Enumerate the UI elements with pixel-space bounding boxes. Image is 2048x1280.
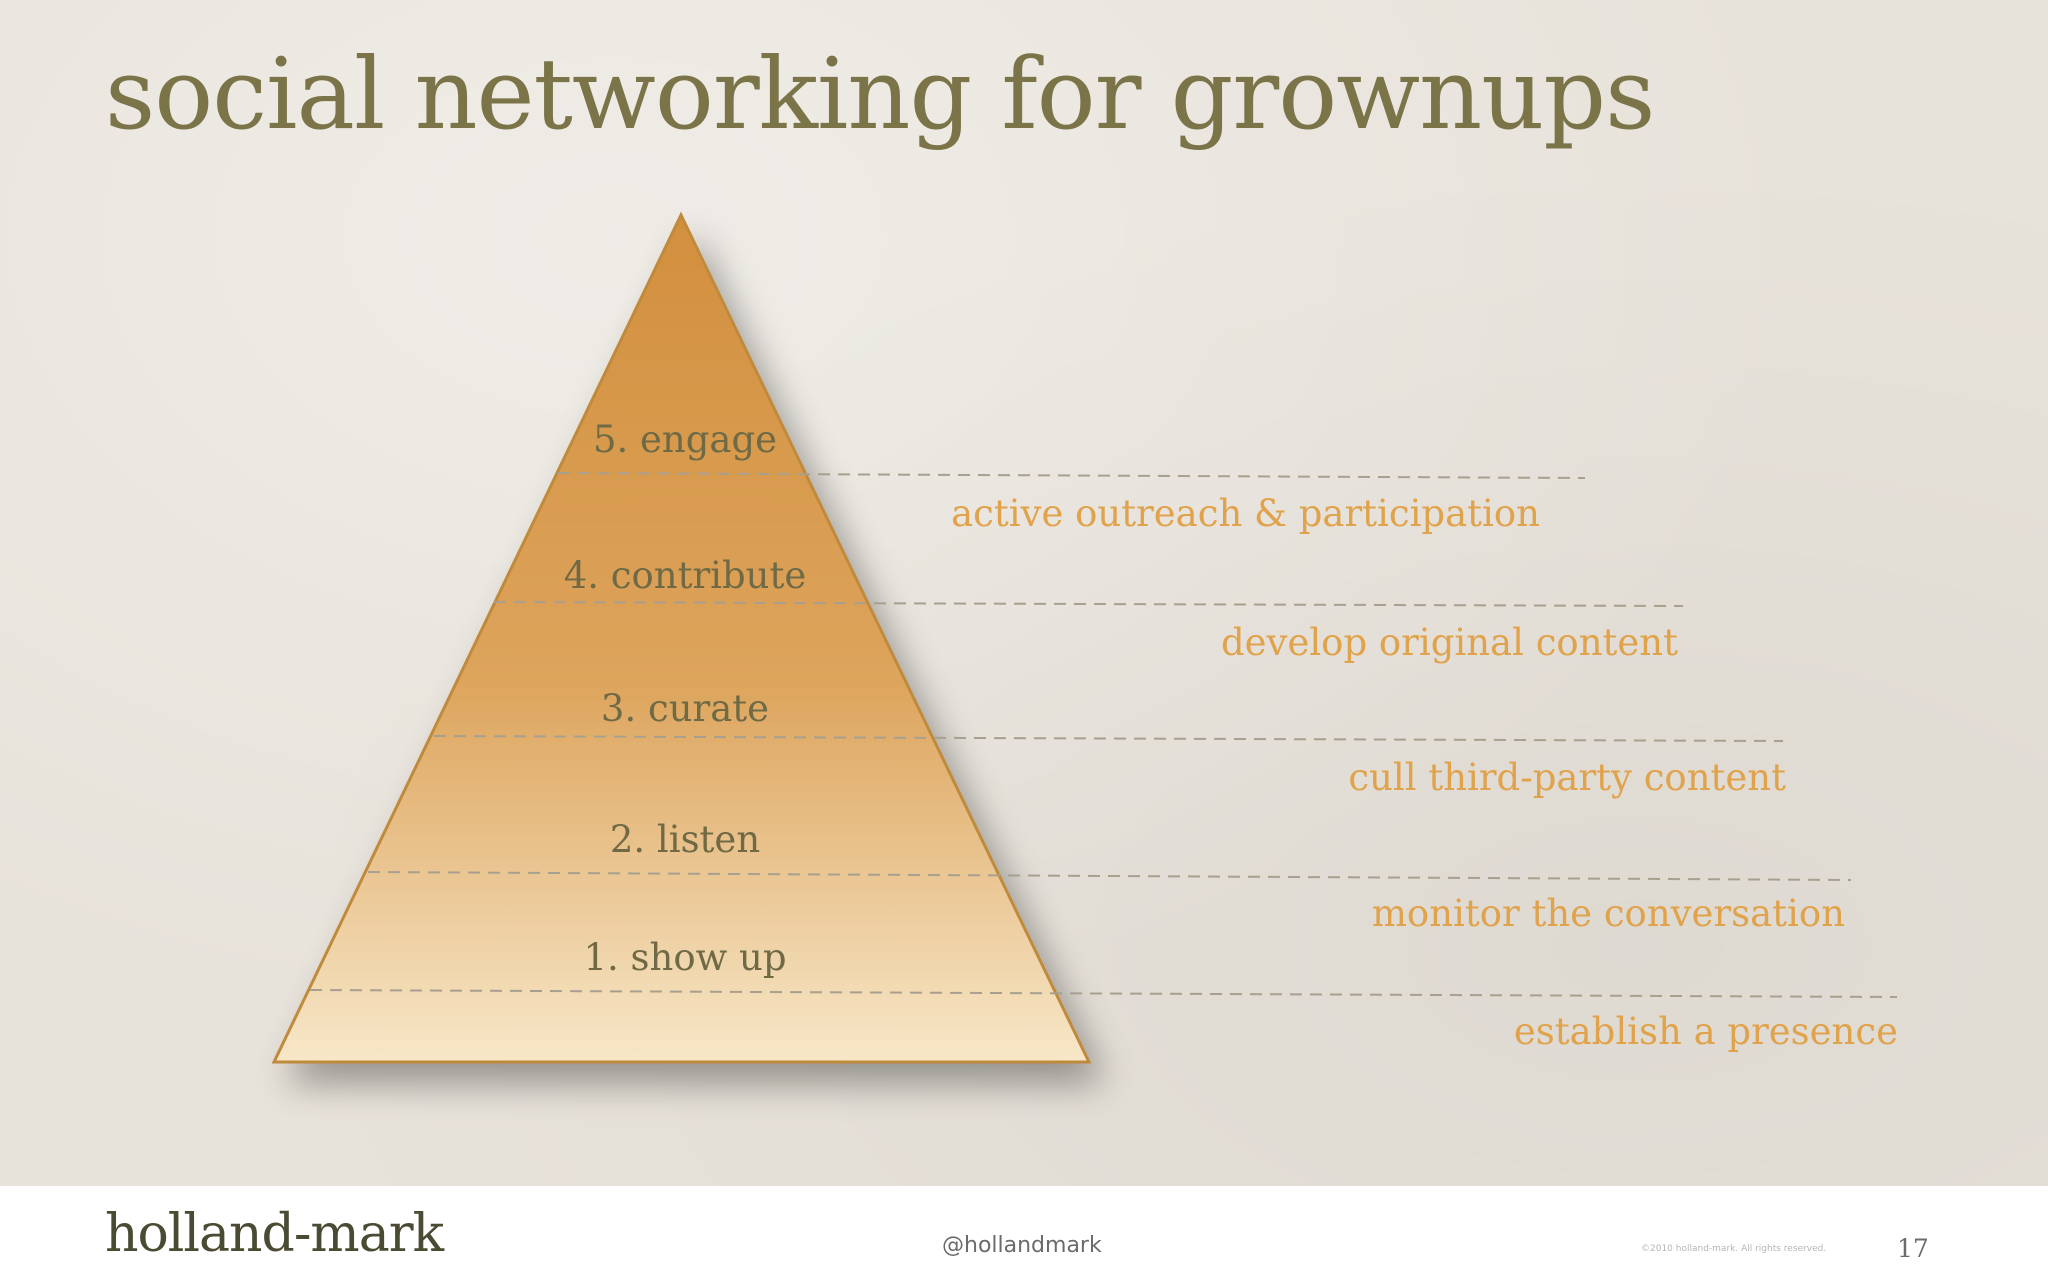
- divider-line-5: [557, 472, 1586, 479]
- level-label-3: 3. curate: [601, 687, 769, 730]
- level-descriptions: active outreach & participation develop …: [951, 492, 1898, 1053]
- slide-title: social networking for grownups: [105, 38, 1655, 152]
- level-label-1: 1. show up: [583, 936, 786, 979]
- level-description-3: cull third-party content: [1348, 756, 1786, 799]
- page-number: 17: [1897, 1234, 1929, 1263]
- divider-lines: [309, 472, 1898, 998]
- level-description-2: monitor the conversation: [1372, 892, 1845, 935]
- twitter-handle: @hollandmark: [942, 1233, 1102, 1258]
- level-labels: 5. engage 4. contribute 3. curate 2. lis…: [564, 418, 807, 979]
- level-label-4: 4. contribute: [564, 554, 807, 597]
- brand-logo: holland-mark: [105, 1204, 444, 1264]
- pyramid-shape: [271, 211, 1092, 1064]
- level-label-2: 2. listen: [610, 818, 760, 861]
- level-description-4: develop original content: [1221, 621, 1678, 664]
- divider-line-3: [433, 735, 1784, 742]
- copyright-notice: ©2010 holland-mark. All rights reserved.: [1641, 1244, 1827, 1254]
- divider-line-2: [367, 871, 1852, 881]
- divider-line-1: [309, 989, 1898, 998]
- level-description-1: establish a presence: [1514, 1010, 1898, 1053]
- pyramid-diagram: 5. engage 4. contribute 3. curate 2. lis…: [271, 211, 1898, 1064]
- level-label-5: 5. engage: [593, 418, 777, 461]
- divider-line-4: [493, 601, 1684, 607]
- level-description-5: active outreach & participation: [951, 492, 1540, 535]
- slide-footer: [0, 1186, 2048, 1280]
